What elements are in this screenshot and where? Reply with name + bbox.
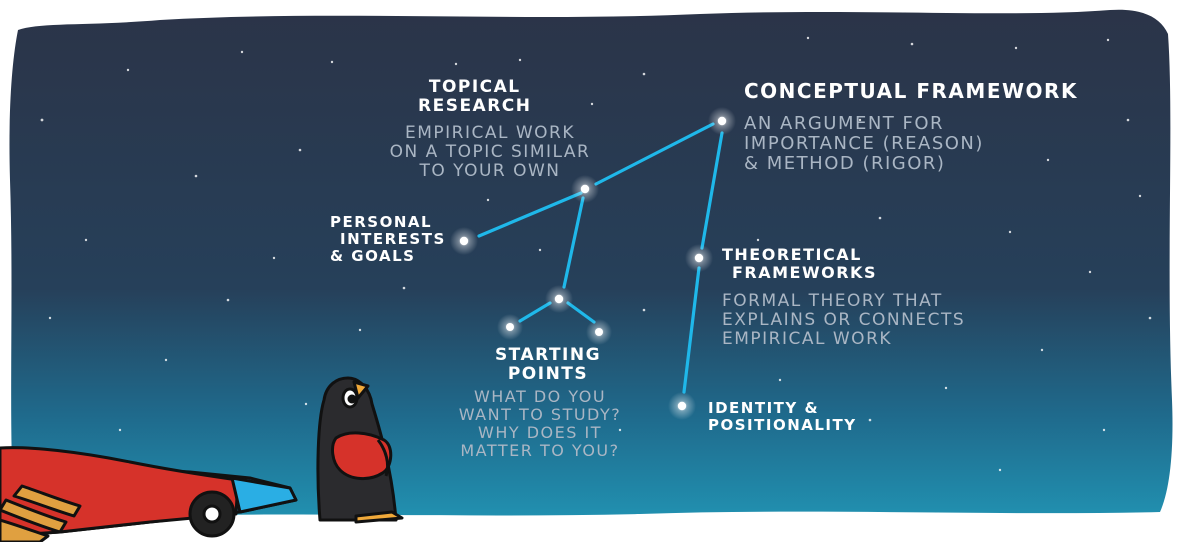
- node-topical-research-title: Topical Research: [418, 77, 532, 117]
- link-conceptual-to-theoretical: [700, 131, 724, 250]
- star-icon: [497, 314, 523, 340]
- title-line: Interests: [340, 229, 446, 248]
- constellation-stars: [450, 107, 736, 420]
- node-identity-positionality-title: Identity & Positionality: [708, 400, 857, 434]
- title-line: Frameworks: [732, 262, 877, 282]
- title-line: Starting: [494, 345, 602, 365]
- description-line: matter to you?: [460, 440, 620, 460]
- node-theoretical-frameworks-description: Formal theory that explains or connects …: [722, 291, 966, 350]
- description-line: explains or connects: [722, 310, 966, 331]
- link-starting-left: [518, 301, 552, 323]
- star-icon: [685, 244, 713, 272]
- description-line: want to study?: [458, 404, 622, 424]
- link-theoretical-to-identity: [682, 266, 701, 394]
- description-line: What do you: [473, 387, 607, 406]
- title-line: Conceptual Framework: [744, 79, 1078, 103]
- sled-illustration: [0, 446, 298, 542]
- description-line: An argument for: [744, 113, 945, 134]
- node-starting-points-description: What do you want to study? Why does it m…: [430, 388, 650, 460]
- star-icon: [571, 175, 599, 203]
- penguin-illustration: [316, 376, 404, 524]
- node-starting-points-title: Starting Points: [468, 345, 628, 385]
- title-line: Research: [418, 96, 532, 117]
- description-line: & method (rigor): [744, 153, 946, 175]
- description-line: Why does it: [478, 422, 602, 442]
- title-line: Positionality: [708, 415, 857, 434]
- constellation-links: [477, 122, 724, 394]
- node-personal-interests-title: Personal Interests & Goals: [330, 214, 446, 264]
- node-conceptual-framework-title: Conceptual Framework: [744, 79, 1078, 103]
- description-line: Formal theory that: [722, 291, 943, 311]
- link-topical-to-starting: [562, 196, 585, 289]
- link-starting-right: [566, 301, 596, 324]
- description-line: importance (reason): [744, 133, 984, 155]
- node-theoretical-frameworks-title: Theoretical Frameworks: [722, 246, 877, 282]
- title-line: & Goals: [330, 246, 416, 265]
- node-conceptual-framework-description: An argument for importance (reason) & me…: [744, 113, 984, 175]
- description-line: on a topic similar: [389, 142, 591, 163]
- description-line: Empirical work: [404, 123, 576, 143]
- title-line: Identity &: [708, 399, 820, 417]
- background-stars: [40, 36, 1152, 472]
- link-personal-to-topical: [477, 191, 583, 238]
- node-topical-research-description: Empirical work on a topic similar to you…: [350, 123, 630, 182]
- title-line: Theoretical: [722, 245, 862, 264]
- description-line: to your own: [419, 161, 561, 182]
- description-line: empirical work: [722, 329, 893, 350]
- link-topical-to-conceptual: [594, 122, 715, 186]
- sky-background: [9, 9, 1173, 517]
- star-icon: [450, 227, 478, 255]
- title-line: Points: [507, 364, 589, 385]
- title-line: Topical: [428, 77, 521, 97]
- star-icon: [586, 319, 612, 345]
- star-icon: [708, 107, 736, 135]
- star-icon: [545, 285, 573, 313]
- title-line: Personal: [330, 213, 433, 231]
- star-icon: [668, 392, 696, 420]
